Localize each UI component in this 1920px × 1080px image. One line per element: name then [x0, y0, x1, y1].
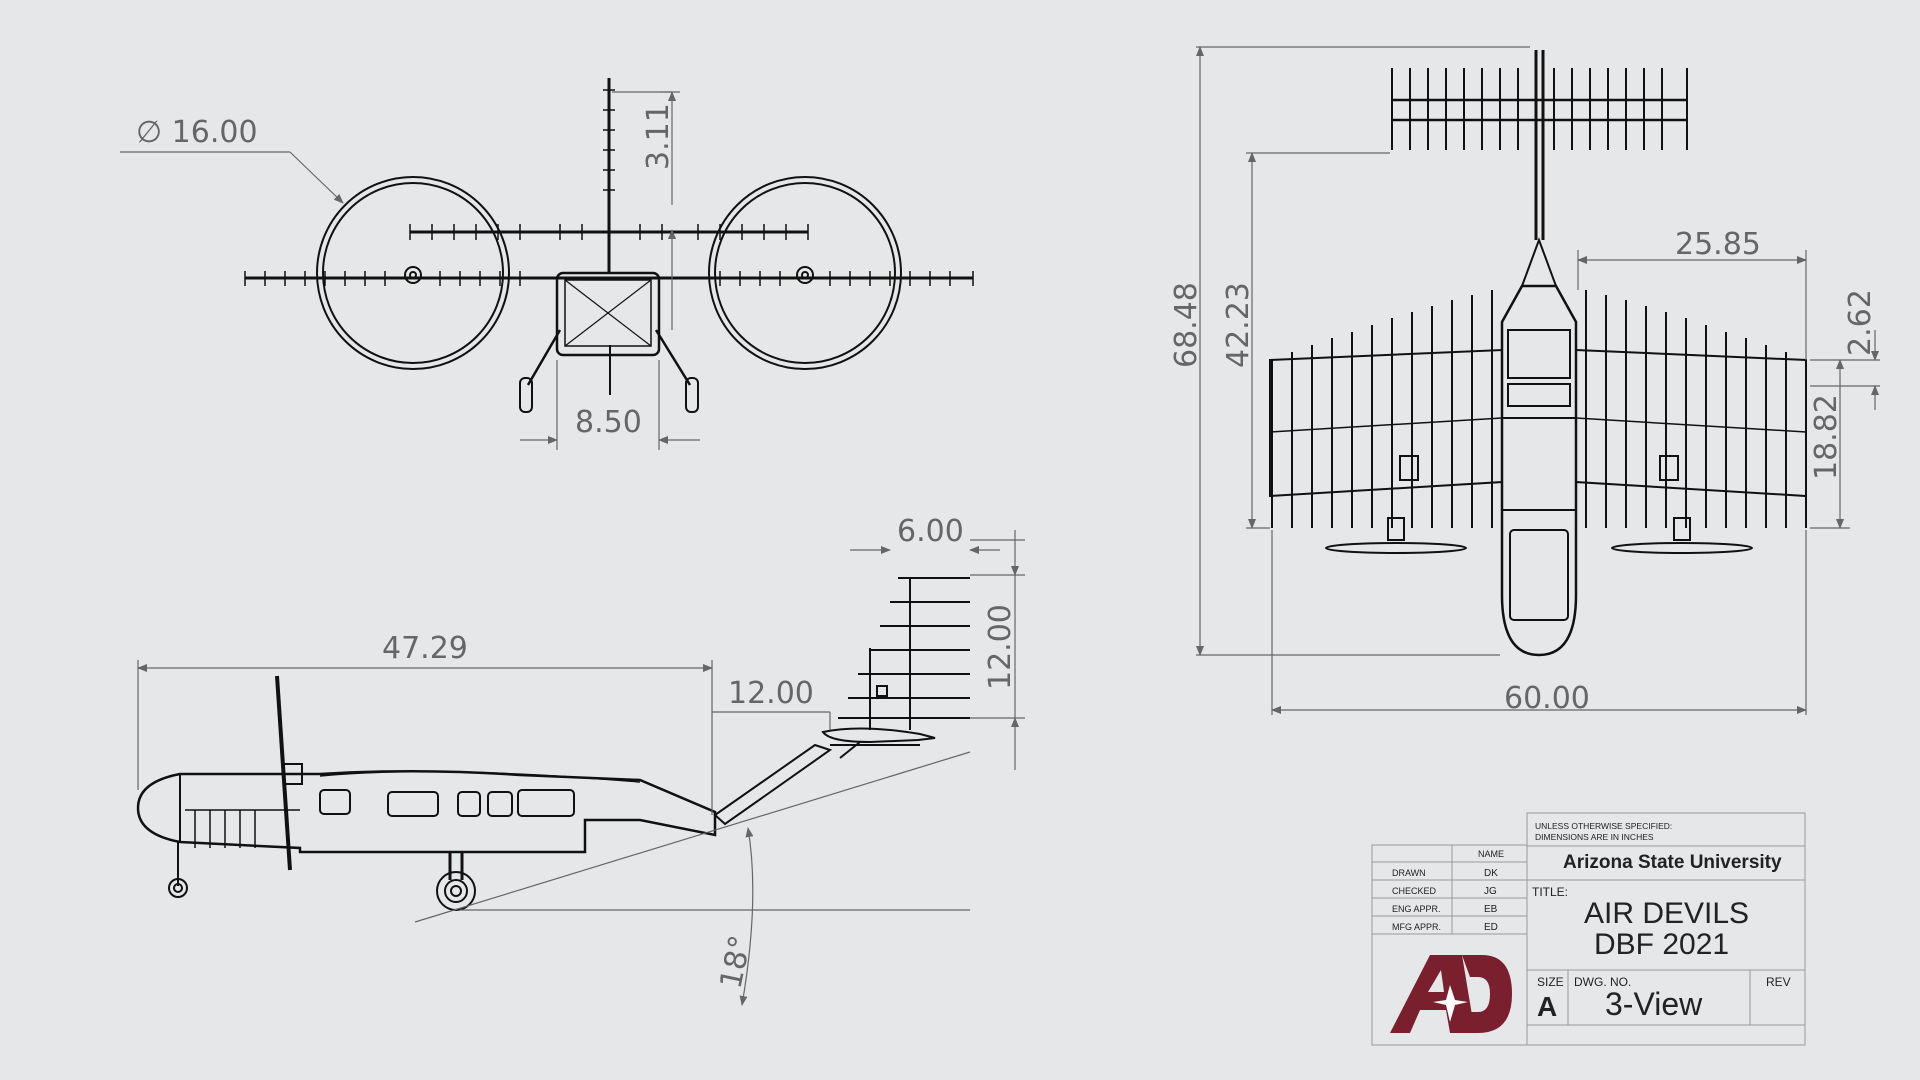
air-devils-logo [1390, 955, 1512, 1033]
dwg-no-value: 3-View [1605, 986, 1703, 1022]
checked-label: CHECKED [1392, 886, 1437, 896]
top-dimensions [1196, 46, 1880, 715]
tail-offset-dim: 12.00 [728, 676, 814, 711]
drawing-title-line2: DBF 2021 [1594, 928, 1729, 961]
right-prop-disc [708, 176, 902, 370]
side-view [136, 577, 970, 911]
root-chord-dim: 18.82 [1809, 394, 1844, 480]
right-prop-disc-inner [714, 182, 896, 364]
note-line2: DIMENSIONS ARE IN INCHES [1535, 832, 1654, 842]
gear-track-dim: 8.50 [575, 405, 642, 440]
wingspan-dim: 60.00 [1504, 681, 1590, 716]
top-fuselage [1500, 284, 1578, 657]
title-block [1371, 812, 1806, 1046]
wing-ribs-front [244, 271, 974, 286]
size-value: A [1537, 991, 1557, 1022]
front-fuselage [555, 271, 661, 357]
drawn-label: DRAWN [1392, 868, 1426, 878]
half-span-dim: 25.85 [1675, 227, 1761, 262]
tailstrike-angle-dim: 18° [714, 932, 759, 991]
rev-label: REV [1766, 975, 1791, 989]
size-label: SIZE [1537, 975, 1564, 989]
top-right-wing [1575, 348, 1807, 498]
top-view [1269, 50, 1807, 657]
drawn-name: DK [1484, 868, 1498, 879]
overall-length-dim: 68.48 [1169, 282, 1204, 368]
name-header: NAME [1478, 849, 1504, 859]
front-view [244, 78, 974, 413]
front-dimensions [120, 91, 700, 450]
tip-chord-dim: 2.62 [1843, 289, 1878, 356]
tail-height-dim: 3.11 [641, 103, 676, 170]
mfg-appr-label: MFG APPR. [1392, 922, 1441, 932]
eng-appr-name: EB [1484, 904, 1498, 915]
university-name: Arizona State University [1563, 852, 1782, 873]
eng-appr-label: ENG APPR. [1392, 904, 1441, 914]
prop-diameter-dim: ∅ 16.00 [136, 115, 258, 150]
fin-width-dim: 6.00 [897, 514, 964, 549]
length-dim: 47.29 [382, 631, 468, 666]
top-left-wing [1269, 348, 1503, 498]
note-line1: UNLESS OTHERWISE SPECIFIED: [1535, 821, 1672, 831]
nose-to-wing-dim: 42.23 [1221, 282, 1256, 368]
left-prop-disc [316, 176, 510, 370]
side-tail-boom [713, 743, 833, 826]
dwg-no-label: DWG. NO. [1574, 975, 1631, 989]
checked-name: JG [1484, 886, 1497, 897]
title-label: TITLE: [1532, 885, 1568, 899]
fin-height-dim: 12.00 [983, 604, 1018, 690]
side-dimensions [137, 530, 1025, 1006]
drawing-title-line1: AIR DEVILS [1584, 897, 1749, 930]
left-prop-disc-inner [322, 182, 504, 364]
mfg-appr-name: ED [1484, 922, 1498, 933]
